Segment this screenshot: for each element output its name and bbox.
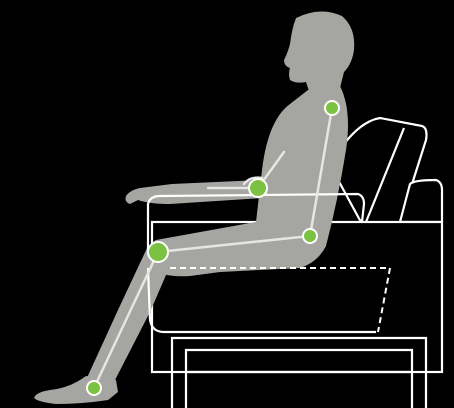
shoulder-joint bbox=[325, 101, 339, 115]
hip-joint bbox=[303, 229, 317, 243]
bone-shin bbox=[94, 252, 158, 388]
head bbox=[284, 11, 354, 94]
elbow-joint bbox=[249, 179, 267, 197]
forearm bbox=[126, 180, 263, 204]
foot bbox=[34, 376, 118, 404]
ankle-joint bbox=[87, 381, 101, 395]
knee-joint bbox=[148, 242, 168, 262]
